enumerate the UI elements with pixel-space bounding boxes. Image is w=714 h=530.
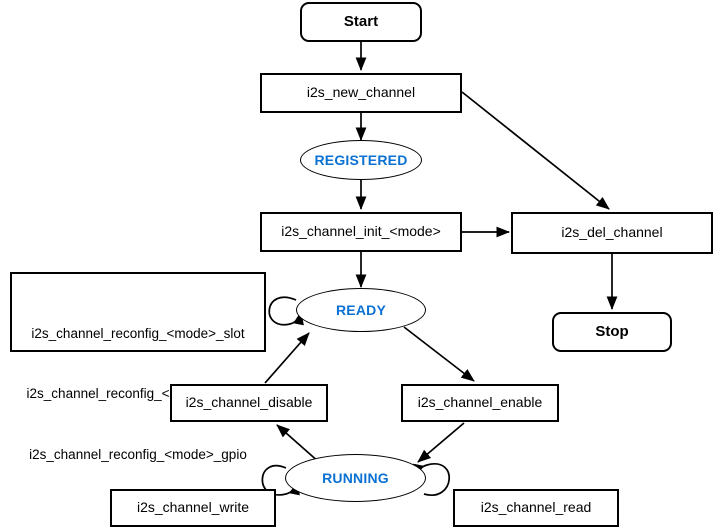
- node-stop-label: Stop: [595, 323, 629, 341]
- node-channel-write[interactable]: i2s_channel_write: [110, 489, 276, 527]
- node-channel-read-label: i2s_channel_read: [480, 499, 592, 516]
- node-stop[interactable]: Stop: [552, 312, 672, 352]
- node-channel-enable[interactable]: i2s_channel_enable: [401, 384, 559, 422]
- node-reconfig-line-slot: i2s_channel_reconfig_<mode>_slot: [31, 325, 245, 341]
- node-reconfig[interactable]: i2s_channel_reconfig_<mode>_slot i2s_cha…: [10, 272, 266, 462]
- state-ready[interactable]: READY: [296, 288, 426, 332]
- node-start[interactable]: Start: [300, 2, 422, 42]
- node-channel-disable[interactable]: i2s_channel_disable: [170, 384, 328, 422]
- node-channel-enable-label: i2s_channel_enable: [417, 394, 543, 411]
- edge-new-channel-to-del-channel: [461, 91, 610, 210]
- state-ready-label: READY: [335, 302, 386, 318]
- edge-ready-to-channel-enable: [403, 326, 475, 382]
- state-running[interactable]: RUNNING: [285, 454, 426, 502]
- node-new-channel-label: i2s_new_channel: [306, 84, 416, 101]
- node-reconfig-line-gpio: i2s_channel_reconfig_<mode>_gpio: [29, 447, 247, 462]
- node-del-channel-label: i2s_del_channel: [561, 224, 663, 241]
- node-del-channel[interactable]: i2s_del_channel: [511, 212, 713, 254]
- node-new-channel[interactable]: i2s_new_channel: [260, 73, 462, 113]
- node-channel-init[interactable]: i2s_channel_init_<mode>: [260, 212, 462, 252]
- edge-running-to-channel-disable: [276, 424, 321, 464]
- edge-channel-enable-to-running: [417, 422, 465, 463]
- node-channel-read[interactable]: i2s_channel_read: [453, 489, 619, 527]
- state-running-label: RUNNING: [322, 470, 389, 486]
- node-channel-write-label: i2s_channel_write: [136, 499, 250, 516]
- node-channel-disable-label: i2s_channel_disable: [185, 394, 313, 411]
- node-start-label: Start: [343, 13, 379, 31]
- state-registered-label: REGISTERED: [314, 152, 408, 168]
- state-registered[interactable]: REGISTERED: [300, 140, 422, 180]
- node-channel-init-label: i2s_channel_init_<mode>: [281, 223, 441, 240]
- edge-channel-disable-to-ready: [264, 332, 310, 384]
